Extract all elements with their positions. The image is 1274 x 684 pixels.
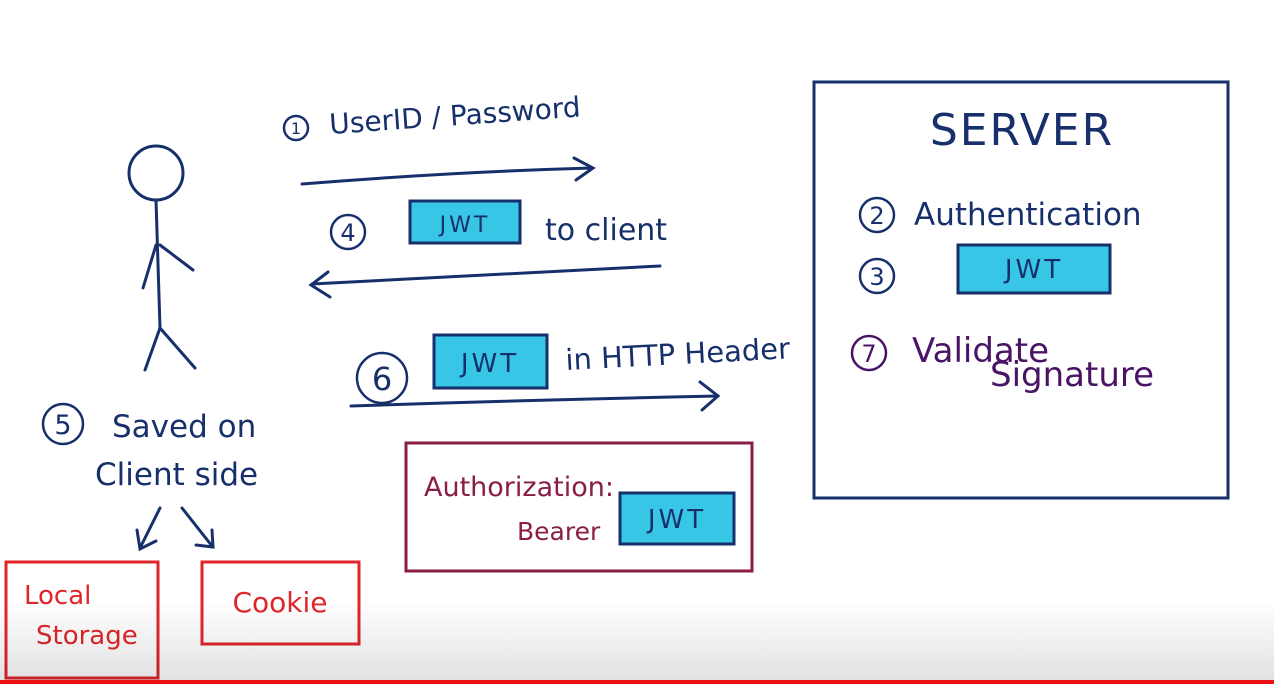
step-4-number: 4 [340, 219, 355, 247]
client-side-label: Client side [95, 457, 258, 493]
arrows-to-storage [135, 506, 215, 552]
step-2-number: 2 [869, 202, 884, 230]
step-7-number: 7 [861, 340, 876, 368]
step-1-label: UserID / Password [328, 91, 581, 141]
step-5-circle [41, 402, 85, 446]
local-storage-box [4, 560, 160, 680]
validate-label: Validate [912, 331, 1049, 371]
step-2-circle [858, 196, 896, 234]
step-6-label: in HTTP Header [565, 331, 791, 377]
step-4-jwt-token [408, 199, 522, 245]
step-1-number: 1 [291, 119, 301, 138]
step-6-jwt-text: JWT [459, 349, 519, 379]
step-3-circle [858, 257, 896, 295]
step-1-circle [282, 114, 310, 142]
video-progress-bar[interactable] [0, 680, 1274, 684]
cookie-label: Cookie [232, 586, 327, 619]
step-4-label: to client [545, 213, 667, 248]
storage-label: Storage [36, 621, 138, 651]
step-6-circle [355, 351, 409, 405]
arrow-to-client [308, 264, 662, 299]
step-7-circle [850, 334, 888, 372]
saved-on-label: Saved on [112, 409, 256, 445]
header-jwt-text: JWT [646, 505, 706, 535]
authorization-label: Authorization: [424, 472, 614, 503]
video-progress-fill [0, 680, 1274, 684]
server-jwt-text: JWT [1003, 255, 1063, 285]
header-jwt-token [618, 491, 736, 546]
server-box [812, 80, 1230, 500]
step-4-circle [329, 213, 367, 251]
step-6-jwt-token [432, 333, 549, 390]
authorization-header-box [404, 441, 754, 573]
bearer-label: Bearer [517, 517, 601, 546]
step-2-label: Authentication [914, 197, 1142, 233]
local-label: Local [24, 581, 91, 611]
step-6-number: 6 [372, 360, 392, 398]
step-5-number: 5 [54, 410, 71, 441]
step-4-jwt-text: JWT [438, 213, 491, 238]
server-title: SERVER [930, 105, 1114, 156]
user-stick-figure [127, 144, 197, 372]
arrow-to-server-1 [300, 156, 596, 186]
step-3-number: 3 [869, 263, 884, 291]
signature-label: Signature [990, 355, 1154, 395]
arrow-to-server-6 [349, 380, 721, 412]
cookie-box [200, 560, 361, 646]
server-jwt-token [956, 243, 1112, 295]
